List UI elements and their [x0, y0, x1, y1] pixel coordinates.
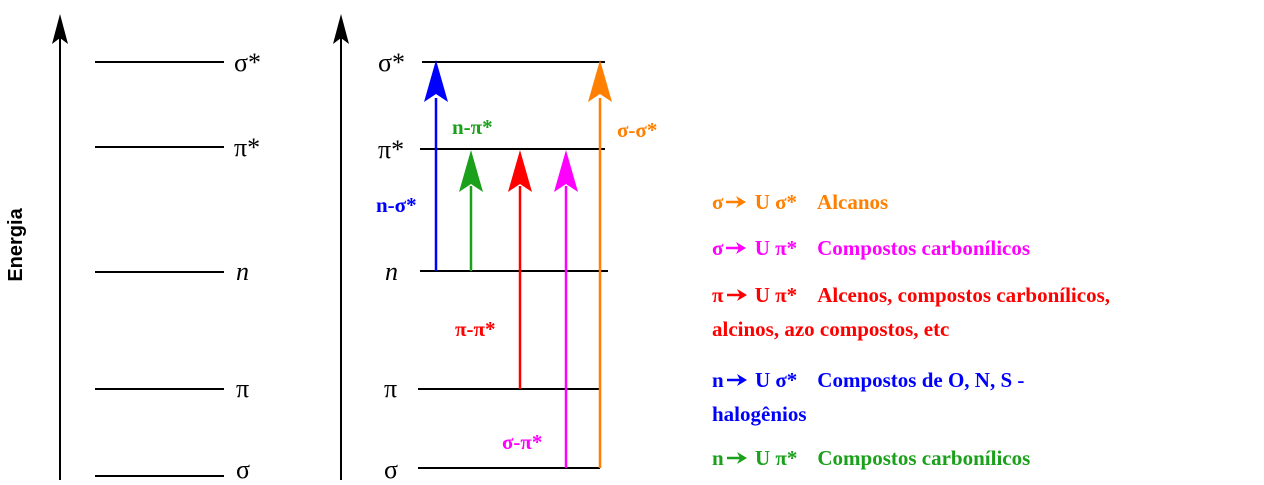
- arrow-sigma-pi-star: [554, 150, 578, 468]
- legend-item: n U σ* Compostos de O, N, S - halogênios: [712, 368, 1024, 426]
- legend-description-continued: alcinos, azo compostos, etc: [712, 317, 950, 341]
- right-arrow-icon: [723, 236, 749, 260]
- arrow-n-sigma-star: [424, 60, 448, 271]
- arrow-sigma-sigma-star: [588, 60, 612, 468]
- energy-axis-label: Energia: [5, 207, 27, 281]
- legend-description: Compostos carbonílicos: [817, 236, 1031, 260]
- legend-item: σ U π* Compostos carbonílicos: [712, 236, 1030, 260]
- legend-from-orbital: σ: [712, 236, 724, 260]
- legend-item: π U π* Alcenos, compostos carbonílicos, al…: [712, 283, 1110, 341]
- right-label-pi: π: [384, 374, 397, 403]
- energy-axis-left-arrowhead: [52, 14, 68, 44]
- energy-axis-middle-arrowhead: [333, 14, 349, 44]
- legend-description: Alcenos, compostos carbonílicos,: [817, 283, 1111, 307]
- legend-to-orbital: U π*: [749, 446, 798, 470]
- legend-description-continued: halogênios: [712, 402, 807, 426]
- legend-to-orbital: U π*: [749, 236, 798, 260]
- legend-item: σ U σ* Alcanos: [712, 190, 888, 214]
- legend-item: n U π* Compostos carbonílicos: [712, 446, 1030, 470]
- right-label-pi-star: π*: [378, 135, 404, 164]
- arrow-n-pi-star: [459, 150, 483, 271]
- legend-description: Compostos carbonílicos: [817, 446, 1031, 470]
- label-sigma-pi-star: σ-π*: [502, 430, 542, 454]
- label-n-sigma-star: n-σ*: [376, 193, 417, 217]
- right-arrow-icon: [723, 190, 749, 214]
- label-n-pi-star: n-π*: [452, 115, 493, 139]
- left-label-sigma-star: σ*: [234, 48, 261, 77]
- right-arrow-icon: [724, 283, 750, 307]
- label-pi-pi-star: π-π*: [455, 317, 496, 341]
- arrow-pi-pi-star: [508, 150, 532, 389]
- legend-description: Alcanos: [817, 190, 889, 214]
- label-sigma-sigma-star: σ-σ*: [617, 118, 657, 142]
- legend-to-orbital: U σ*: [749, 190, 798, 214]
- right-arrow-icon: [724, 446, 750, 470]
- legend-description: Compostos de O, N, S -: [817, 368, 1025, 392]
- left-label-pi-star: π*: [234, 133, 260, 162]
- legend-from-orbital: n: [712, 368, 724, 392]
- left-label-sigma: σ: [236, 455, 250, 480]
- right-arrow-icon: [724, 368, 750, 392]
- legend-to-orbital: U σ*: [749, 368, 798, 392]
- left-label-n: n: [236, 257, 249, 286]
- right-label-sigma: σ: [384, 455, 398, 480]
- legend-from-orbital: π: [712, 283, 724, 307]
- right-label-sigma-star: σ*: [378, 48, 405, 77]
- legend-to-orbital: U π*: [749, 283, 798, 307]
- legend-from-orbital: σ: [712, 190, 724, 214]
- right-label-n: n: [385, 257, 398, 286]
- legend-from-orbital: n: [712, 446, 724, 470]
- left-label-pi: π: [236, 374, 249, 403]
